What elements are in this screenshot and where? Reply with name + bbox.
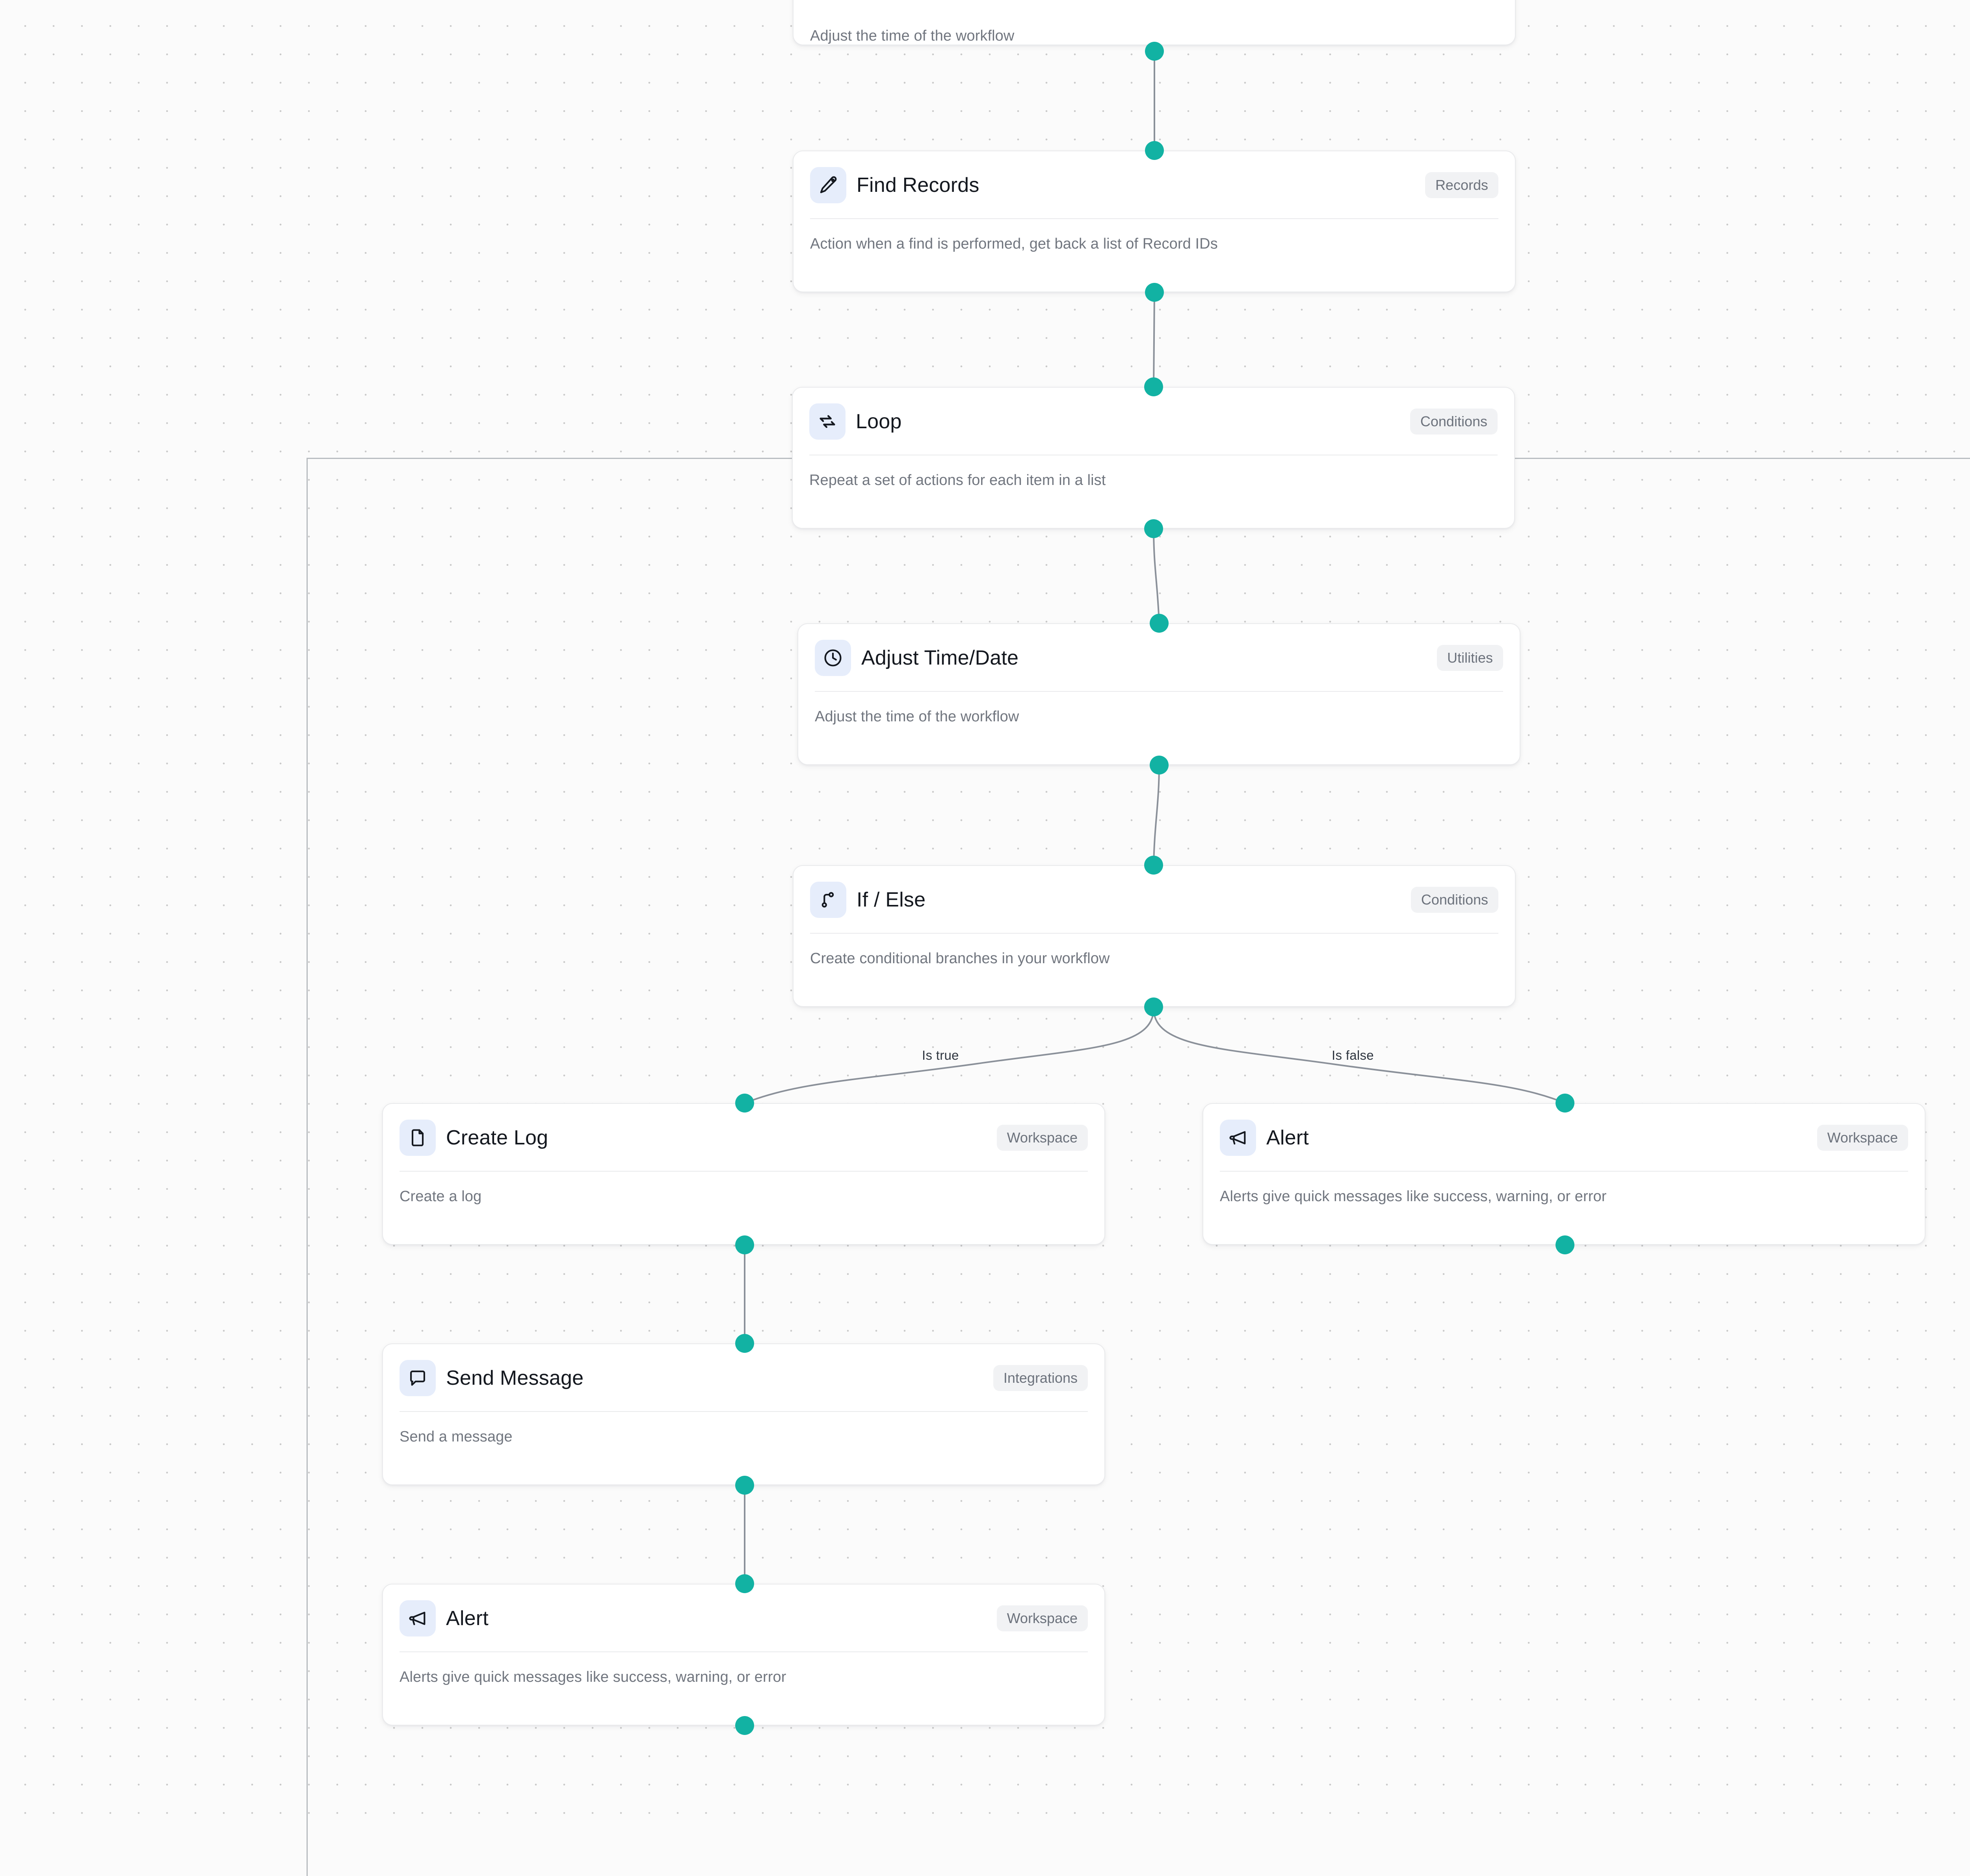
node-adjust-time-top[interactable]: Adjust the time of the workflow	[793, 0, 1516, 45]
node-divider	[810, 218, 1498, 219]
node-description: Alerts give quick messages like success,…	[400, 1669, 786, 1685]
pencil-icon	[810, 167, 846, 203]
edge-loop-adjusttime	[1153, 528, 1160, 624]
node-create-log[interactable]: Create Log Workspace Create a log	[382, 1103, 1105, 1245]
node-badge: Workspace	[996, 1605, 1088, 1631]
node-title: Loop	[856, 410, 902, 433]
node-header: Create Log Workspace	[383, 1104, 1104, 1157]
node-header: Adjust Time/Date Utilities	[798, 624, 1520, 677]
handle-if-else-out[interactable]	[1144, 997, 1163, 1016]
node-header: Alert Workspace	[1203, 1104, 1925, 1157]
node-header: Alert Workspace	[383, 1584, 1104, 1637]
handle-adjust-time-date-out[interactable]	[1150, 756, 1169, 775]
node-alert-right[interactable]: Alert Workspace Alerts give quick messag…	[1202, 1103, 1925, 1245]
node-description: Alerts give quick messages like success,…	[1220, 1188, 1607, 1205]
node-if-else[interactable]: If / Else Conditions Create conditional …	[793, 865, 1516, 1007]
handle-if-else-in[interactable]	[1144, 856, 1163, 875]
node-divider	[400, 1411, 1088, 1412]
node-description: Adjust the time of the workflow	[810, 28, 1015, 44]
node-title: Adjust Time/Date	[861, 646, 1019, 669]
handle-alert-bottom-out[interactable]	[735, 1716, 754, 1735]
node-description: Create a log	[400, 1188, 482, 1205]
handle-adjust-time-top-out[interactable]	[1145, 42, 1164, 61]
node-description: Send a message	[400, 1428, 513, 1445]
megaphone-icon	[1220, 1120, 1256, 1156]
node-title: Alert	[446, 1607, 489, 1630]
node-loop[interactable]: Loop Conditions Repeat a set of actions …	[792, 387, 1515, 529]
handle-find-records-out[interactable]	[1145, 283, 1164, 302]
handle-adjust-time-date-in[interactable]	[1150, 614, 1169, 633]
node-badge: Integrations	[993, 1365, 1088, 1391]
node-alert-bottom[interactable]: Alert Workspace Alerts give quick messag…	[382, 1584, 1105, 1726]
handle-alert-right-out[interactable]	[1556, 1235, 1574, 1254]
megaphone-icon	[400, 1600, 436, 1636]
node-badge: Records	[1425, 172, 1498, 198]
node-badge: Utilities	[1437, 645, 1503, 671]
handle-alert-right-in[interactable]	[1556, 1094, 1574, 1113]
handle-create-log-in[interactable]	[735, 1094, 754, 1113]
handle-loop-in[interactable]	[1144, 377, 1163, 396]
node-header: If / Else Conditions	[794, 866, 1515, 919]
node-divider	[400, 1171, 1088, 1172]
git-branch-icon	[810, 882, 846, 918]
node-description: Action when a find is performed, get bac…	[810, 236, 1218, 252]
node-header: Find Records Records	[794, 151, 1515, 204]
node-description: Create conditional branches in your work…	[810, 950, 1110, 967]
chat-bubble-icon	[400, 1360, 436, 1396]
node-header: Loop Conditions	[793, 388, 1514, 440]
node-title: Create Log	[446, 1126, 548, 1149]
clock-icon	[815, 640, 851, 676]
node-adjust-time-date[interactable]: Adjust Time/Date Utilities Adjust the ti…	[797, 623, 1520, 765]
node-divider	[815, 691, 1503, 692]
node-description: Repeat a set of actions for each item in…	[809, 472, 1106, 489]
repeat-icon	[809, 403, 846, 440]
handle-alert-bottom-in[interactable]	[735, 1574, 754, 1593]
node-divider	[810, 933, 1498, 934]
node-title: If / Else	[857, 888, 926, 911]
node-badge: Workspace	[996, 1125, 1088, 1151]
handle-find-records-in[interactable]	[1145, 141, 1164, 160]
node-title: Send Message	[446, 1367, 584, 1389]
file-icon	[400, 1120, 436, 1156]
node-description: Adjust the time of the workflow	[815, 708, 1019, 725]
handle-send-message-in[interactable]	[735, 1334, 754, 1353]
edge-adjusttime-ifelse	[1153, 765, 1160, 866]
handle-loop-out[interactable]	[1144, 519, 1163, 538]
node-send-message[interactable]: Send Message Integrations Send a message	[382, 1343, 1105, 1485]
node-badge: Workspace	[1817, 1125, 1908, 1151]
node-title: Find Records	[857, 174, 979, 197]
node-badge: Conditions	[1411, 887, 1498, 913]
node-find-records[interactable]: Find Records Records Action when a find …	[793, 150, 1516, 292]
edge-label-is-true: Is true	[918, 1049, 963, 1062]
node-divider	[400, 1651, 1088, 1652]
edge-label-is-false: Is false	[1328, 1049, 1378, 1062]
handle-send-message-out[interactable]	[735, 1476, 754, 1495]
node-header: Send Message Integrations	[383, 1344, 1104, 1397]
node-title: Alert	[1266, 1126, 1309, 1149]
node-badge: Conditions	[1410, 409, 1498, 435]
handle-create-log-out[interactable]	[735, 1235, 754, 1254]
node-divider	[1220, 1171, 1908, 1172]
